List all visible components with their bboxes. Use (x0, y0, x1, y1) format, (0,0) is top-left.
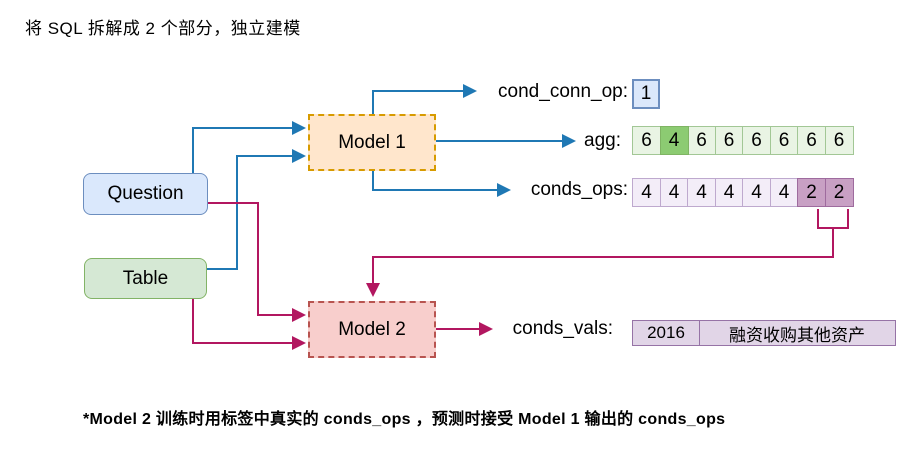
arrow-model1-to-cond-conn-op (372, 84, 477, 114)
value-cell: 6 (797, 126, 826, 155)
footnote: *Model 2 训练时用标签中真实的 conds_ops ，预测时接受 Mod… (83, 411, 726, 428)
arrow-table-to-model1 (207, 149, 306, 270)
cond-conn-op-value-cell: 1 (632, 79, 660, 109)
cond-conn-op-label: cond_conn_op: (498, 81, 628, 102)
conds-ops-label: conds_ops: (530, 179, 628, 200)
value-cell: 6 (769, 126, 799, 155)
value-cell: 6 (742, 126, 771, 155)
value-cell: 2 (797, 178, 826, 207)
value-cell: 6 (632, 126, 661, 155)
arrow-question-to-model2 (208, 202, 306, 322)
bracket-conds-ops-cells (817, 209, 849, 229)
arrow-table-to-model2 (192, 299, 306, 350)
conds-vals-label: conds_vals: (512, 318, 613, 339)
value-cell: 6 (714, 126, 744, 155)
value-cell: 6 (687, 126, 716, 155)
arrow-model1-to-conds-ops (372, 171, 511, 197)
table-node: Table (84, 258, 207, 299)
arrow-question-to-model1 (192, 121, 306, 173)
model1-node-label: Model 1 (338, 131, 406, 153)
value-cell: 2 (824, 178, 854, 207)
model2-node-label: Model 2 (338, 318, 406, 340)
value-cell: 4 (769, 178, 799, 207)
value-cell: 4 (659, 126, 689, 155)
table-node-label: Table (122, 267, 169, 289)
agg-label: agg: (584, 130, 621, 151)
value-cell: 4 (659, 178, 689, 207)
value-cell: 6 (824, 126, 854, 155)
value-cell: 4 (632, 178, 661, 207)
question-node: Question (83, 173, 208, 215)
value-cell: 4 (714, 178, 744, 207)
model2-node: Model 2 (308, 301, 436, 358)
value-cell: 4 (687, 178, 716, 207)
question-node-label: Question (107, 183, 184, 204)
value-cell: 4 (742, 178, 771, 207)
model1-node: Model 1 (308, 114, 436, 171)
conds-vals-text-cell: 融资收购其他资产 (698, 320, 896, 346)
conds-vals-value-row: 2016 融资收购其他资产 (632, 320, 896, 346)
arrow-conds-ops-to-model2 (366, 228, 834, 297)
conds-vals-year-cell: 2016 (632, 320, 700, 346)
diagram-title: 将 SQL 拆解成 2 个部分，独立建模 (25, 19, 301, 38)
